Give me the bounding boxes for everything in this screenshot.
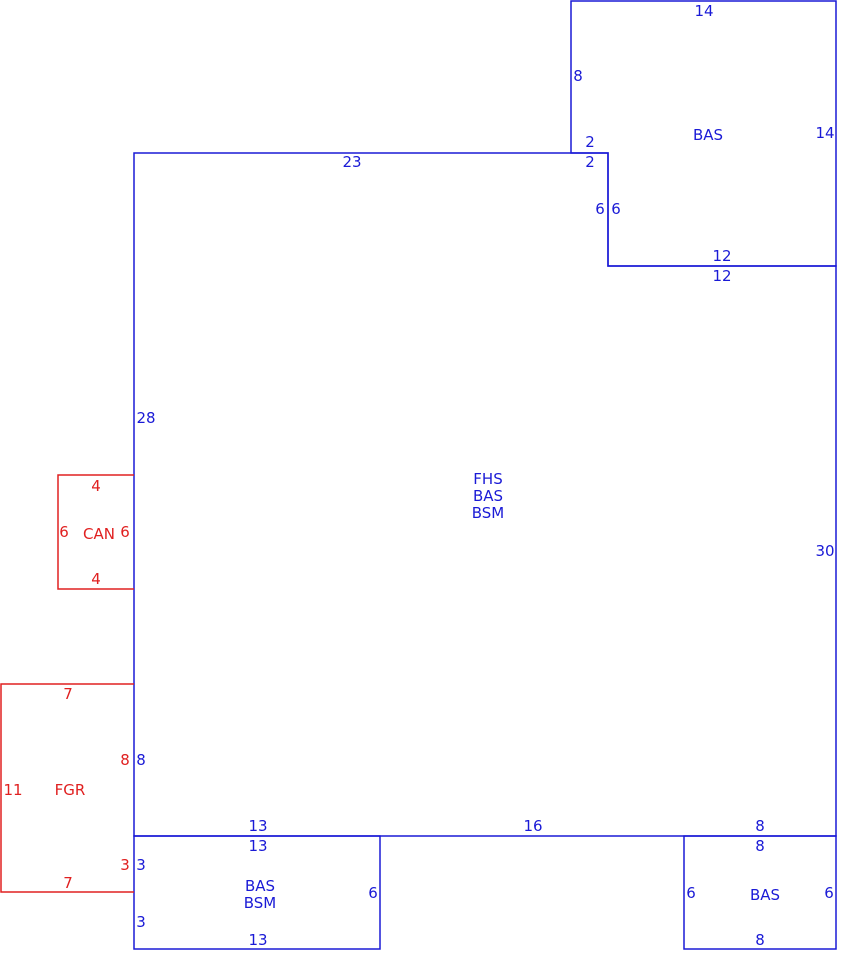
dim-bottom-left-bottom: 13 [248, 931, 267, 949]
dim-bottom-right-bottom: 8 [755, 931, 765, 949]
dim-main-left-lower: 8 [136, 751, 146, 769]
dim-garage-right-upper: 8 [120, 751, 130, 769]
dim-garage-left: 11 [3, 781, 22, 799]
dim-bottom-right-right: 6 [824, 884, 834, 902]
dim-main-right: 30 [815, 542, 834, 560]
dim-canopy-left: 6 [59, 523, 69, 541]
dim-main-bottom-b: 16 [523, 817, 542, 835]
bottom-right-area-label: BAS [750, 886, 780, 904]
main-area-label-1: FHS [473, 470, 502, 488]
dim-main-top: 23 [342, 153, 361, 171]
dim-canopy-bottom: 4 [91, 570, 101, 588]
dim-upper-right-right: 14 [815, 124, 834, 142]
garage-outline [0, 683, 134, 893]
dim-main-bottom-a: 13 [248, 817, 267, 835]
canopy-label: CAN [83, 525, 115, 543]
dim-main-left: 28 [136, 409, 155, 427]
dim-bottom-left-right: 6 [368, 884, 378, 902]
canopy-outline [57, 474, 134, 590]
dim-upper-right-top: 14 [694, 2, 713, 20]
dim-main-left-lowest: 3 [136, 856, 146, 874]
dim-upper-right-left-upper: 8 [573, 67, 583, 85]
dim-canopy-right: 6 [120, 523, 130, 541]
dim-upper-right-left-lower: 6 [611, 200, 621, 218]
main-area-label-2: BAS [473, 487, 503, 505]
upper-right-area-label: BAS [693, 126, 723, 144]
dim-main-bottom-c: 8 [755, 817, 765, 835]
garage-label: FGR [55, 781, 86, 799]
upper-right-area-outline [570, 0, 837, 267]
dim-bottom-left-left-lower: 3 [136, 913, 146, 931]
dim-bottom-right-top: 8 [755, 837, 765, 855]
dim-main-notch-bottom: 12 [712, 267, 731, 285]
dim-garage-top: 7 [63, 685, 73, 703]
dim-garage-bottom: 7 [63, 874, 73, 892]
dim-bottom-right-left: 6 [686, 884, 696, 902]
dim-upper-right-bottom: 12 [712, 247, 731, 265]
bottom-right-area-outline [683, 835, 837, 950]
dim-upper-right-notch-b: 2 [585, 153, 595, 171]
dim-garage-right-lower: 3 [120, 856, 130, 874]
bottom-left-area-label-2: BSM [244, 894, 277, 912]
main-area-label-3: BSM [472, 504, 505, 522]
dim-upper-right-notch-a: 2 [585, 133, 595, 151]
bottom-left-area-label-1: BAS [245, 877, 275, 895]
dim-main-notch-left: 6 [595, 200, 605, 218]
dim-bottom-left-top: 13 [248, 837, 267, 855]
dim-canopy-top: 4 [91, 477, 101, 495]
